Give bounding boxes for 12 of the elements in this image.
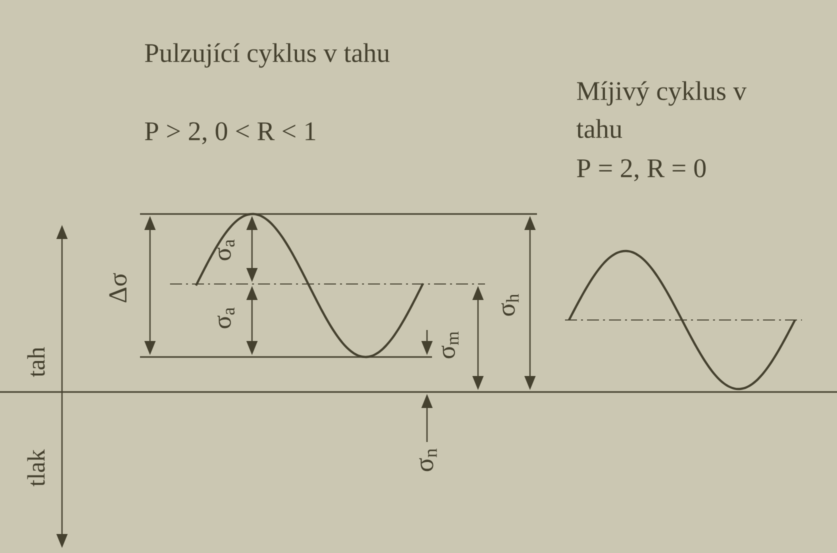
dimension-label: σ$_{h}$ [501,294,519,316]
dimension-label: σ$_{a}$ [217,308,235,328]
axis-label: tah [27,347,45,377]
dimension-label: σ$_{a}$ [217,240,235,260]
condition-text: P = 2, R = 0 [576,159,706,182]
dimension-label: σ$_{m}$ [442,332,458,358]
condition-text: P > 2, 0 < R < 1 [145,122,316,144]
dimension-label: Δσ [109,273,127,302]
heading-text: Míjivý cyklus v tahu [576,81,747,138]
axis-label: tlak [27,449,45,486]
dimension-label: σ$_{n}$ [419,448,437,472]
heading-text: Pulzující cyklus v tahu [145,43,390,68]
